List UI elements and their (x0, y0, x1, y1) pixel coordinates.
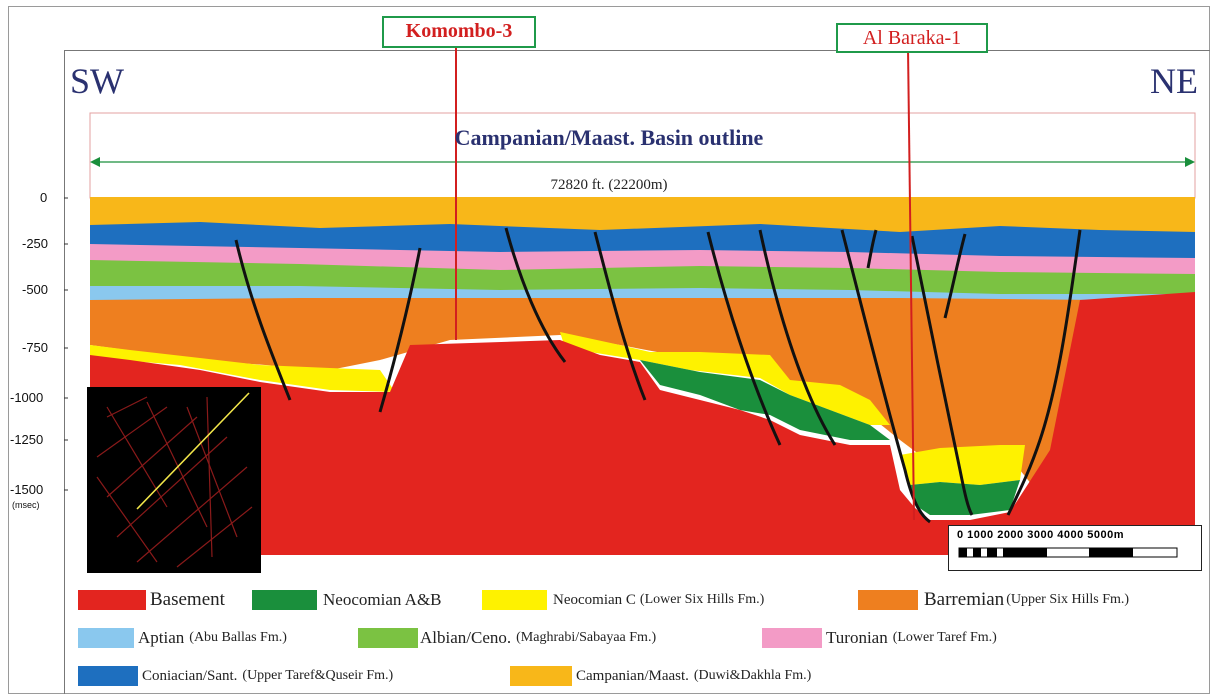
scale-bar-graphic (958, 547, 1178, 558)
legend-swatch (252, 590, 317, 610)
legend-swatch (78, 628, 134, 648)
y-unit-label: (msec) (12, 500, 40, 510)
faults (234, 227, 1082, 524)
legend-swatch (762, 628, 822, 648)
legend-sublabel: (Upper Taref&Quseir Fm.) (242, 668, 394, 683)
plot-border (64, 50, 1210, 694)
legend-item-campanian: Campanian/Maast. (Duwi&Dakhla Fm.) (510, 665, 811, 687)
layer-barremian (90, 298, 1195, 520)
well-line-albaraka (907, 47, 915, 521)
distance-label: 72820 ft. (22200m) (550, 177, 668, 193)
layer-neocomian-ab (640, 360, 890, 440)
direction-sw: SW (70, 61, 124, 101)
legend-label: Campanian/Maast. (576, 667, 689, 684)
layer-neocomian-c (90, 345, 395, 392)
section-line-marker (136, 392, 250, 510)
layer-albian (90, 260, 1195, 296)
legend-item-neocomian-ab: Neocomian A&B (252, 589, 442, 611)
legend-label: Aptian (138, 628, 185, 647)
basin-title: Campanian/Maast. Basin outline (454, 125, 764, 150)
direction-ne: NE (1150, 61, 1198, 101)
legend-swatch (510, 666, 572, 686)
legend-swatch (482, 590, 547, 610)
y-tick-label: -750 (22, 340, 49, 355)
inset-location-map (87, 387, 261, 573)
legend-label: Neocomian A&B (323, 590, 442, 609)
legend-sublabel: (Duwi&Dakhla Fm.) (693, 668, 812, 683)
y-tick-label: -250 (22, 236, 49, 251)
legend-item-albian: Albian/Ceno. (Maghrabi/Sabayaa Fm.) (358, 627, 656, 649)
legend-sublabel: (Abu Ballas Fm.) (189, 630, 287, 645)
legend-label: Barremian (924, 589, 1005, 610)
legend-label: Basement (150, 589, 225, 610)
legend-item-barremian: Barremian (Upper Six Hills Fm.) (858, 589, 1129, 611)
legend-swatch (858, 590, 918, 610)
scale-bar-labels: 0 1000 2000 3000 4000 5000m (957, 529, 1125, 541)
y-tick-label: -500 (22, 282, 49, 297)
legend-label: Albian/Ceno. (420, 628, 512, 647)
legend-sublabel: (Maghrabi/Sabayaa Fm.) (516, 630, 657, 645)
layer-basement (90, 292, 1195, 555)
y-tick-label: -1000 (10, 390, 44, 405)
y-tick-label: -1500 (10, 482, 44, 497)
y-tick-label: 0 (40, 190, 48, 205)
scale-bar: 0 1000 2000 3000 4000 5000m (948, 525, 1202, 571)
legend-label: Coniacian/Sant. (142, 667, 238, 684)
well-label-komombo: Komombo-3 (382, 16, 536, 48)
legend-sublabel: (Lower Taref Fm.) (892, 630, 997, 645)
figure-frame (8, 6, 1210, 694)
legend-label: Turonian (826, 628, 888, 647)
legend-label: Neocomian C (553, 591, 636, 608)
legend-swatch (78, 590, 146, 610)
legend-sublabel: (Upper Six Hills Fm.) (1006, 592, 1130, 607)
legend-item-basement: Basement (78, 589, 225, 611)
legend-item-aptian: Aptian (Abu Ballas Fm.) (78, 627, 287, 649)
well-label-albaraka: Al Baraka-1 (836, 23, 988, 53)
y-axis (64, 197, 68, 491)
legend-item-coniacian: Coniacian/Sant. (Upper Taref&Quseir Fm.) (78, 665, 393, 687)
legend-swatch (78, 666, 138, 686)
y-tick-label: -1250 (10, 432, 44, 447)
legend-item-neocomian-c: Neocomian C (Lower Six Hills Fm.) (482, 589, 764, 611)
legend-swatch (358, 628, 418, 648)
inset-seismic-lines (96, 392, 253, 568)
legend-item-turonian: Turonian (Lower Taref Fm.) (762, 627, 997, 649)
legend-sublabel: (Lower Six Hills Fm.) (639, 592, 765, 607)
